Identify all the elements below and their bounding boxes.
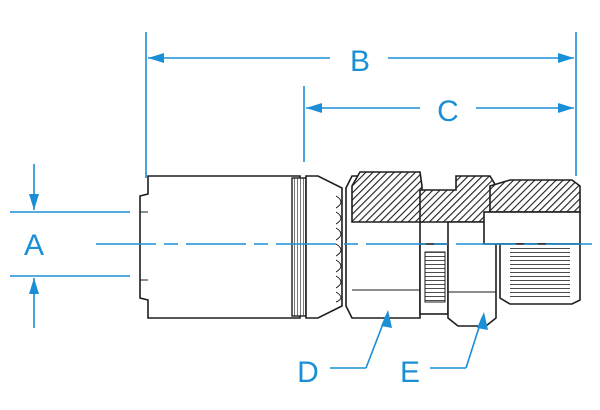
dimension-a-label: A: [24, 229, 44, 262]
leader-e: [430, 312, 488, 369]
dimension-b-label: B: [350, 45, 370, 78]
leader-d: [330, 310, 392, 369]
dimension-b: [145, 32, 577, 178]
thread-end-section: [489, 179, 581, 213]
crimp-taper: [305, 175, 343, 319]
knurled-band: [291, 177, 307, 317]
dimension-c: [303, 86, 574, 162]
thread-end-bore: [483, 211, 581, 245]
neck-thread: [424, 251, 446, 303]
leader-d-label: D: [297, 356, 319, 389]
swivel-nut-section: [351, 171, 423, 223]
leader-e-label: E: [400, 356, 420, 389]
socket-ferrule: [139, 175, 301, 319]
male-thread: [510, 248, 570, 300]
neck-section: [419, 175, 497, 223]
dimension-c-label: C: [437, 95, 459, 128]
dimension-a: [10, 164, 130, 328]
hose-end-fitting: [139, 171, 581, 327]
crimp-teeth: [335, 195, 342, 303]
